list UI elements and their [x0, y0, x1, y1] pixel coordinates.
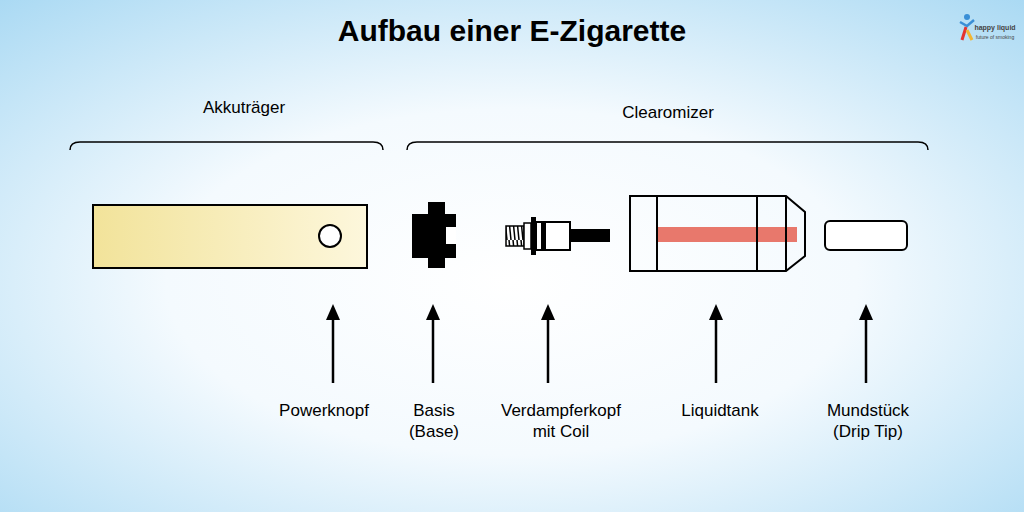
power-button — [319, 225, 341, 247]
coil-head — [506, 217, 610, 255]
part-label: Liquidtank — [681, 400, 759, 421]
battery-body — [93, 205, 367, 268]
group-label: Clearomizer — [622, 102, 714, 123]
drip-tip — [825, 221, 907, 250]
part-label: Verdampferkopf mit Coil — [491, 400, 631, 443]
part-label: Mundstück (Drip Tip) — [816, 400, 920, 443]
liquid-tank — [630, 196, 805, 271]
group-bracket — [407, 142, 928, 150]
logo-text: future of smoking — [976, 34, 1014, 40]
logo-figure — [960, 14, 974, 40]
diagram-title: Aufbau einer E-Zigarette — [338, 12, 686, 50]
pointer-arrows — [326, 304, 873, 383]
part-label: Basis (Base) — [403, 400, 465, 443]
base-part — [412, 202, 456, 268]
logo-text: happy liquid — [974, 24, 1015, 33]
part-label: Powerknopf — [279, 400, 369, 421]
group-bracket — [70, 142, 383, 150]
group-label: Akkuträger — [203, 97, 285, 118]
